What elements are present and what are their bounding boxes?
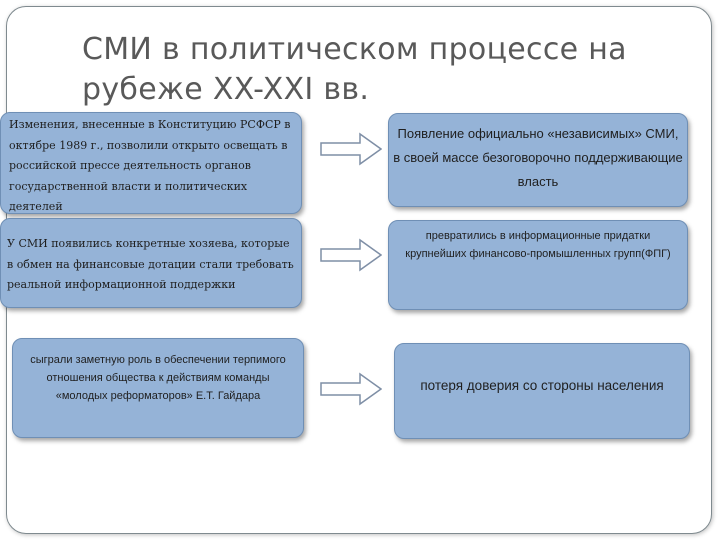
cause-text-1: Изменения, внесенные в Конституцию РСФСР… [9, 118, 291, 213]
slide-title: СМИ в политическом процессе на рубеже XX… [82, 32, 627, 107]
cause-box-1: Изменения, внесенные в Конституцию РСФСР… [0, 112, 302, 214]
right-arrow-icon [320, 238, 382, 272]
right-arrow-icon [320, 372, 382, 406]
effect-box-3: потеря доверия со стороны населения [394, 343, 690, 439]
effect-box-2: превратились в информационные придатки к… [388, 220, 688, 310]
cause-box-3: сыграли заметную роль в обеспечении терп… [12, 338, 304, 438]
effect-text-3: потеря доверия со стороны населения [420, 378, 664, 393]
effect-text-2: превратились в информационные придатки к… [405, 230, 671, 260]
effect-box-1: Появление официально «независимых» СМИ, … [388, 113, 688, 207]
cause-text-2: У СМИ появились конкретные хозяева, кото… [7, 237, 294, 291]
right-arrow-icon [320, 132, 382, 166]
cause-text-3: сыграли заметную роль в обеспечении терп… [30, 354, 286, 402]
effect-text-1: Появление официально «независимых» СМИ, … [393, 126, 683, 189]
cause-box-2: У СМИ появились конкретные хозяева, кото… [0, 218, 302, 308]
